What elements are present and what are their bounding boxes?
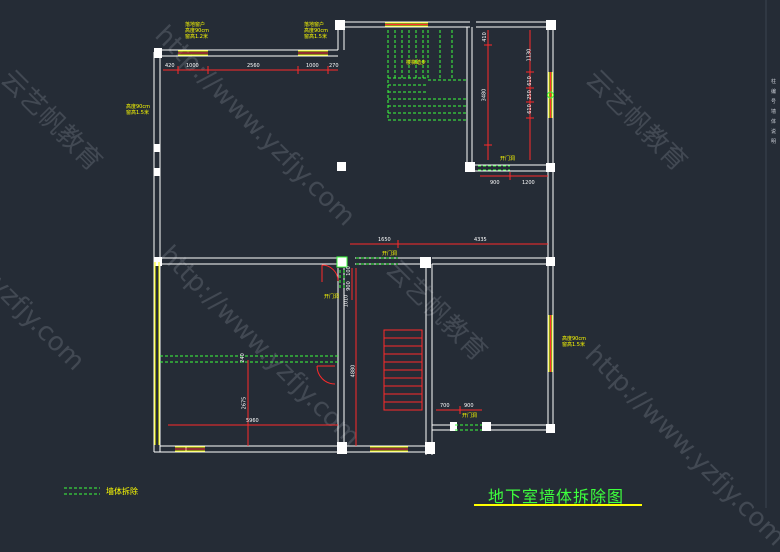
dimension-text: 5960 bbox=[246, 418, 259, 424]
legend-label: 墙体拆除 bbox=[106, 487, 138, 496]
dimension-text: 1200 bbox=[522, 180, 535, 186]
side-panel: 柱 编 号 墙 体 说 明 bbox=[771, 79, 777, 145]
dimension-text: 1000 bbox=[306, 63, 319, 69]
door-swings bbox=[316, 264, 339, 385]
dimension-text: 1650 bbox=[378, 237, 391, 243]
window-note: 落地窗户 高度90cm 窗高1.5米 bbox=[304, 22, 328, 40]
dimension-text: 100 bbox=[345, 266, 352, 276]
dimension-lines bbox=[163, 30, 548, 446]
dimension-text: 1130 bbox=[526, 48, 533, 62]
dimension-text: 270 bbox=[329, 63, 339, 69]
drawing-title: 地下室墙体拆除图 bbox=[488, 487, 625, 506]
dimension-text: 900 bbox=[345, 281, 352, 291]
dimension-text: 240 bbox=[239, 353, 246, 363]
dimension-text: 4880 bbox=[350, 364, 357, 378]
dimension-text: 610 bbox=[526, 76, 533, 86]
dimension-text: 700 bbox=[440, 403, 450, 409]
columns bbox=[154, 20, 556, 454]
door-label: 开门洞 bbox=[382, 251, 398, 257]
stairs-label: 楼梯踏步 bbox=[406, 60, 427, 66]
dimension-text: 1010 bbox=[343, 294, 350, 308]
marker-circle bbox=[547, 91, 554, 99]
dimension-text: 2675 bbox=[241, 396, 248, 410]
door-label: 开门洞 bbox=[324, 294, 340, 300]
dimension-text: 2560 bbox=[247, 63, 260, 69]
windows bbox=[154, 22, 553, 452]
dimension-text: 3480 bbox=[481, 88, 488, 102]
demolished-column bbox=[336, 256, 348, 268]
dimension-text: 420 bbox=[165, 63, 175, 69]
demolition-lines bbox=[64, 30, 510, 495]
title-underline bbox=[474, 504, 642, 506]
dimension-text: 250 bbox=[526, 90, 533, 100]
window-note: 高度90cm 窗高1.5米 bbox=[126, 104, 150, 116]
walls bbox=[153, 21, 554, 455]
window-frames bbox=[175, 24, 551, 450]
door-label: 开门洞 bbox=[500, 156, 516, 162]
window-note: 高度90cm 窗高1.5米 bbox=[562, 336, 586, 348]
dimension-text: 410 bbox=[481, 32, 488, 42]
window-note: 落地窗户 高度90cm 窗高1.2米 bbox=[185, 22, 209, 40]
lower-stairs bbox=[383, 329, 423, 411]
dimension-text: 900 bbox=[464, 403, 474, 409]
dimension-text: 1000 bbox=[186, 63, 199, 69]
floor-plan bbox=[64, 0, 767, 508]
dimension-text: 4335 bbox=[474, 237, 487, 243]
dimension-text: 900 bbox=[490, 180, 500, 186]
door-label: 开门洞 bbox=[462, 413, 478, 419]
dimension-text: 610 bbox=[526, 104, 533, 114]
